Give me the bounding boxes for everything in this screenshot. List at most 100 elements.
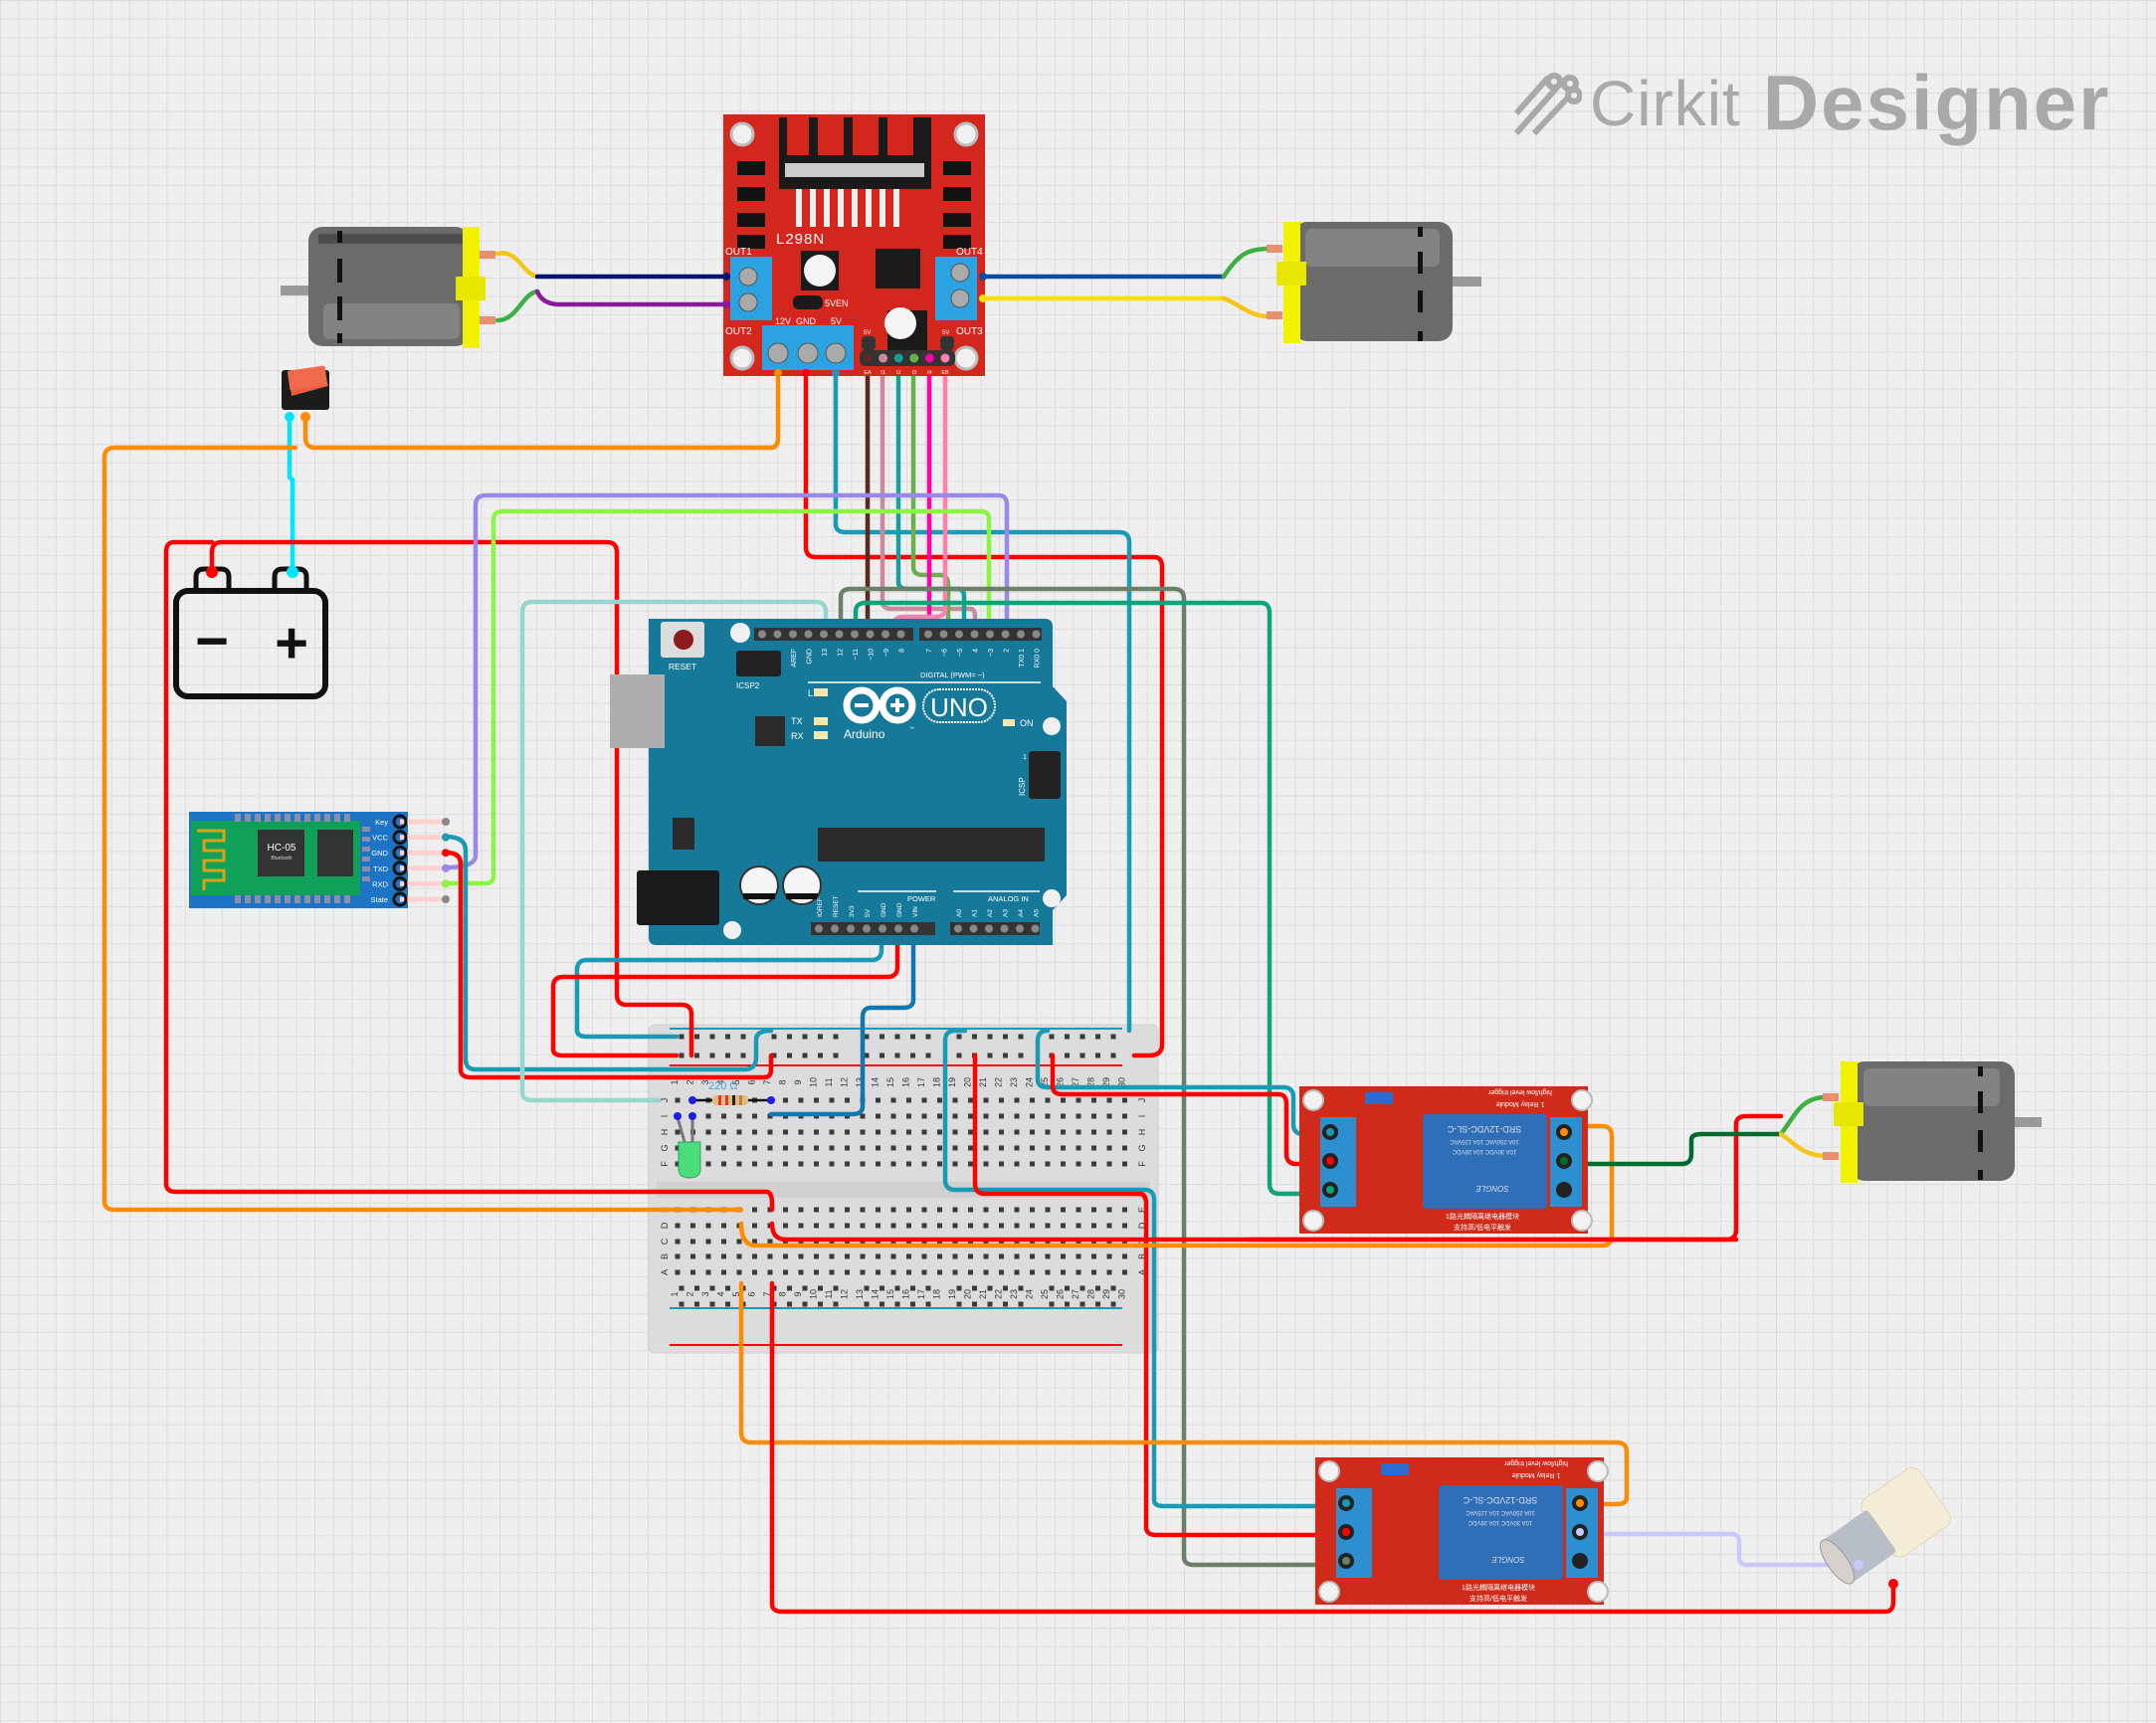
breadboard-hole[interactable]	[690, 1269, 695, 1275]
breadboard-hole[interactable]	[968, 1097, 973, 1103]
wire-relay2-pump-lavender[interactable]	[1579, 1531, 1861, 1568]
breadboard-hole[interactable]	[721, 1223, 726, 1229]
breadboard-hole[interactable]	[752, 1239, 757, 1244]
breadboard-hole[interactable]	[736, 1145, 742, 1151]
arduino-digital-pin[interactable]	[835, 630, 844, 639]
breadboard-hole[interactable]	[845, 1097, 850, 1103]
dc-motor-right[interactable]	[1267, 222, 1481, 343]
breadboard-hole[interactable]	[829, 1207, 835, 1213]
rail-hole[interactable]	[679, 1285, 685, 1291]
rail-hole[interactable]	[1065, 1053, 1070, 1058]
breadboard-hole[interactable]	[767, 1145, 773, 1151]
wire-motor1-yellow[interactable]	[494, 251, 540, 280]
rail-hole[interactable]	[987, 1053, 993, 1058]
breadboard-hole[interactable]	[876, 1253, 881, 1259]
breadboard-hole[interactable]	[1014, 1253, 1020, 1259]
hc05-pin-end[interactable]	[442, 879, 450, 888]
wire-bb-orange-c-row[interactable]	[738, 1123, 1615, 1248]
arduino-digital-pin[interactable]	[820, 630, 828, 639]
rail-hole[interactable]	[725, 1034, 730, 1040]
wire-arduino-gnd-red[interactable]	[550, 925, 900, 1058]
rail-hole[interactable]	[972, 1034, 977, 1040]
breadboard-hole[interactable]	[675, 1161, 681, 1167]
breadboard-hole[interactable]	[876, 1269, 881, 1275]
breadboard-hole[interactable]	[736, 1161, 742, 1167]
breadboard-hole[interactable]	[999, 1097, 1004, 1103]
rail-hole[interactable]	[1049, 1034, 1055, 1040]
wire-hc05-gnd-red[interactable]	[443, 850, 774, 1080]
breadboard-hole[interactable]	[999, 1113, 1004, 1119]
arduino-power-pin[interactable]	[863, 924, 871, 933]
l298n-logic-pin[interactable]	[909, 353, 919, 363]
breadboard-hole[interactable]	[890, 1161, 896, 1167]
breadboard-hole[interactable]	[952, 1145, 958, 1151]
breadboard-hole[interactable]	[1030, 1269, 1035, 1275]
breadboard-hole[interactable]	[1106, 1207, 1112, 1213]
wire-battery-red[interactable]	[209, 539, 694, 1058]
breadboard-hole[interactable]	[721, 1145, 726, 1151]
relay-module-1[interactable]: SRD-12VDC-SL-C 10A 250VAC 10A 125VAC 10A…	[1299, 1086, 1593, 1234]
breadboard-hole[interactable]	[675, 1253, 681, 1259]
relay-module-2[interactable]: SRD-12VDC-SL-C 10A 250VAC 10A 125VAC 10A…	[1315, 1457, 1609, 1605]
breadboard-hole[interactable]	[890, 1253, 896, 1259]
breadboard-hole[interactable]	[829, 1269, 835, 1275]
rail-hole[interactable]	[1018, 1034, 1024, 1040]
breadboard-hole[interactable]	[1061, 1129, 1066, 1135]
breadboard-hole[interactable]	[829, 1223, 835, 1229]
breadboard-hole[interactable]	[983, 1207, 989, 1213]
breadboard-hole[interactable]	[876, 1097, 881, 1103]
breadboard-hole[interactable]	[1030, 1129, 1035, 1135]
dc-motor-relay[interactable]	[1823, 1061, 2042, 1183]
breadboard-hole[interactable]	[921, 1113, 927, 1119]
breadboard-hole[interactable]	[1014, 1097, 1020, 1103]
breadboard-hole[interactable]	[906, 1113, 911, 1119]
arduino-digital-pin[interactable]	[1001, 630, 1010, 639]
breadboard-hole[interactable]	[983, 1113, 989, 1119]
wire-pin13-lightteal[interactable]	[519, 599, 829, 1103]
rail-hole[interactable]	[802, 1301, 808, 1307]
hc05-pin[interactable]	[392, 845, 408, 861]
rail-hole[interactable]	[1079, 1034, 1085, 1040]
arduino-analog-pin[interactable]	[1000, 924, 1009, 933]
rail-hole[interactable]	[1110, 1301, 1116, 1307]
breadboard-hole[interactable]	[906, 1097, 911, 1103]
rail-hole[interactable]	[910, 1285, 915, 1291]
breadboard-hole[interactable]	[937, 1207, 942, 1213]
breadboard-hole[interactable]	[890, 1223, 896, 1229]
breadboard-hole[interactable]	[952, 1097, 958, 1103]
breadboard-hole[interactable]	[721, 1269, 726, 1275]
rail-hole[interactable]	[1065, 1301, 1070, 1307]
rail-hole[interactable]	[880, 1301, 884, 1307]
breadboard-hole[interactable]	[860, 1145, 866, 1151]
breadboard-hole[interactable]	[1061, 1269, 1066, 1275]
breadboard-hole[interactable]	[845, 1145, 850, 1151]
breadboard-hole[interactable]	[814, 1145, 819, 1151]
wire-motor3-yellow[interactable]	[1778, 1131, 1826, 1159]
wire-orange-long-left[interactable]	[101, 445, 744, 1213]
wire-arduino-5v-teal[interactable]	[574, 925, 884, 1040]
breadboard-hole[interactable]	[999, 1253, 1004, 1259]
breadboard-hole[interactable]	[983, 1269, 989, 1275]
breadboard-hole[interactable]	[1076, 1161, 1081, 1167]
breadboard-hole[interactable]	[860, 1113, 866, 1119]
breadboard-hole[interactable]	[983, 1223, 989, 1229]
breadboard-hole[interactable]	[1076, 1113, 1081, 1119]
breadboard-hole[interactable]	[1122, 1253, 1127, 1259]
hc05-pin[interactable]	[392, 861, 408, 876]
wire-motor2-yellow[interactable]	[1221, 295, 1272, 319]
breadboard-hole[interactable]	[721, 1253, 726, 1259]
breadboard-hole[interactable]	[736, 1113, 742, 1119]
rail-hole[interactable]	[679, 1053, 685, 1058]
breadboard-hole[interactable]	[860, 1161, 866, 1167]
rail-hole[interactable]	[972, 1301, 977, 1307]
wire-switch-orange[interactable]	[302, 365, 781, 451]
breadboard-hole[interactable]	[829, 1145, 835, 1151]
rail-hole[interactable]	[787, 1034, 792, 1040]
breadboard-hole[interactable]	[890, 1207, 896, 1213]
breadboard-hole[interactable]	[752, 1129, 757, 1135]
arduino-digital-pin[interactable]	[773, 630, 782, 639]
rail-hole[interactable]	[709, 1285, 715, 1291]
wire-enb-pink[interactable]	[890, 360, 948, 640]
rail-hole[interactable]	[1110, 1285, 1116, 1291]
l298n-logic-pin[interactable]	[940, 353, 950, 363]
